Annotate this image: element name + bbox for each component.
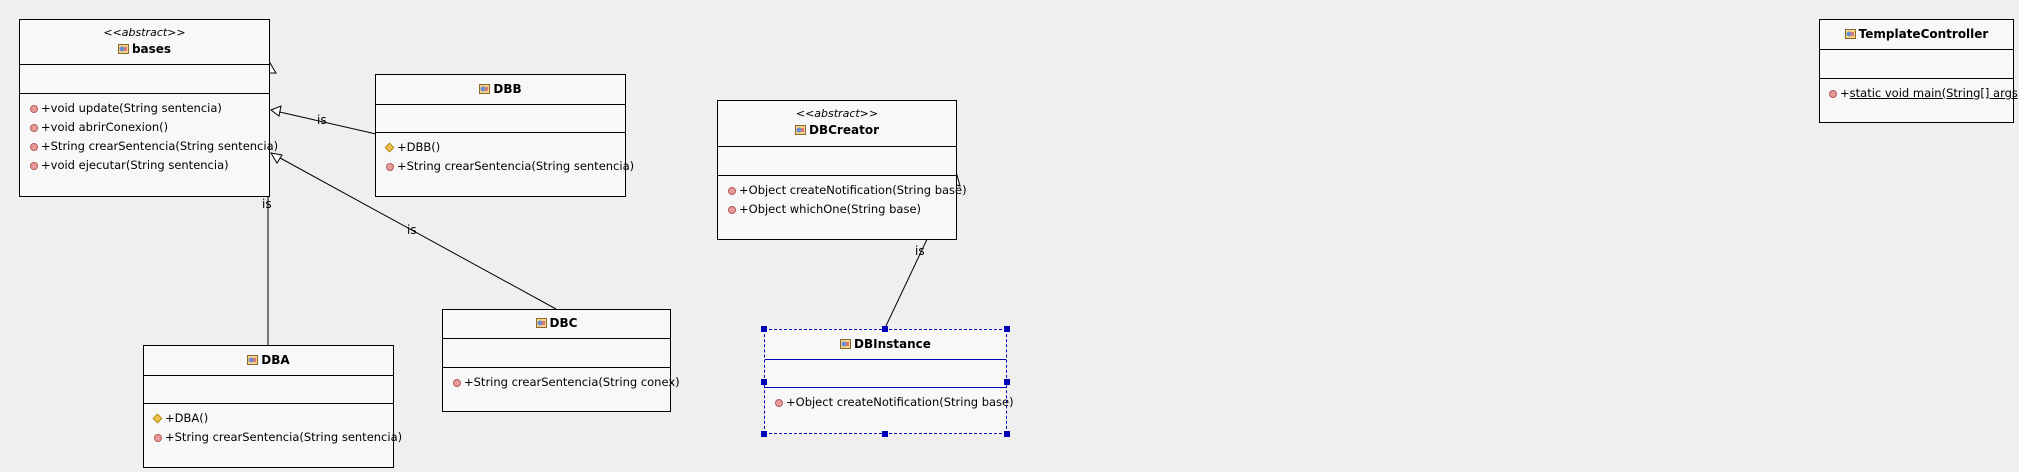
operation-item[interactable]: +void ejecutar(String sentencia) — [20, 156, 269, 175]
class-name-text: TemplateController — [1858, 27, 1989, 41]
class-name-text: DBCreator — [809, 123, 879, 137]
resize-handle-top-left[interactable] — [761, 326, 767, 332]
class-header: TemplateController — [1820, 20, 2013, 50]
attributes-compartment — [718, 147, 956, 176]
resize-handle-top-middle[interactable] — [882, 326, 888, 332]
operation-item[interactable]: +static void main(String[] args) — [1820, 84, 2019, 103]
operations-compartment: +String crearSentencia(String conex) — [443, 368, 680, 392]
operations-compartment: +void update(String sentencia) +void abr… — [20, 94, 278, 175]
attributes-compartment — [20, 65, 269, 94]
class-icon — [1844, 27, 1856, 39]
static-method-icon — [1829, 90, 1837, 98]
class-icon — [535, 316, 547, 328]
class-name-text: DBC — [549, 316, 578, 330]
public-method-icon — [30, 105, 38, 113]
class-name: TemplateController — [1820, 20, 2013, 46]
class-header: DBC — [443, 310, 670, 339]
operation-item[interactable]: +Object createNotification(String base) — [718, 181, 967, 200]
generalization-arrowhead — [269, 105, 282, 117]
class-icon — [247, 353, 259, 365]
operations-compartment: +static void main(String[] args) — [1820, 79, 2019, 103]
class-bases[interactable]: <<abstract>> bases +void update(String s… — [19, 19, 278, 197]
operation-item[interactable]: +Object createNotification(String base) — [765, 393, 1014, 412]
class-header: <<abstract>> DBCreator — [718, 101, 956, 147]
public-method-icon — [386, 163, 394, 171]
class-name-text: DBA — [261, 353, 290, 367]
operation-item[interactable]: +DBA() — [144, 409, 393, 428]
operation-item[interactable]: +DBB() — [376, 138, 625, 157]
operations-compartment: +Object createNotification(String base) … — [718, 176, 967, 219]
class-name-text: DBB — [493, 82, 522, 96]
class-name: bases — [20, 39, 269, 61]
generalization-dbb-bases — [270, 109, 377, 135]
class-templatecontroller[interactable]: TemplateController +static void main(Str… — [1819, 19, 2019, 123]
class-name-text: bases — [131, 42, 172, 56]
public-method-icon — [30, 162, 38, 170]
constructor-icon — [384, 142, 395, 153]
attributes-compartment — [376, 105, 625, 133]
operation-item[interactable]: +String crearSentencia(String sentencia) — [144, 428, 402, 447]
class-name: DBCreator — [718, 120, 956, 142]
operations-compartment: +Object createNotification(String base) — [765, 388, 1014, 412]
resize-handle-middle-left[interactable] — [761, 379, 767, 385]
generalization-dbc-bases — [270, 152, 557, 310]
public-method-icon — [728, 187, 736, 195]
constructor-icon — [152, 413, 163, 424]
class-name: DBC — [443, 310, 670, 335]
public-method-icon — [453, 379, 461, 387]
resize-handle-middle-right[interactable] — [1004, 379, 1010, 385]
resize-handle-bottom-middle[interactable] — [882, 431, 888, 437]
class-dbc[interactable]: DBC +String crearSentencia(String conex) — [442, 309, 680, 412]
attributes-compartment — [443, 339, 670, 368]
operation-item[interactable]: +void abrirConexion() — [20, 118, 269, 137]
attributes-compartment — [765, 360, 1006, 388]
relation-label-dbb: is — [317, 113, 327, 127]
class-header: <<abstract>> bases — [20, 20, 269, 65]
class-name-text: DBInstance — [854, 337, 931, 351]
operation-item[interactable]: +String crearSentencia(String sentencia) — [376, 157, 634, 176]
relation-label-dba: is — [262, 197, 272, 211]
class-dbb[interactable]: DBB +DBB() +String crearSentencia(String… — [375, 74, 634, 197]
class-icon — [840, 337, 852, 349]
operation-item[interactable]: +String crearSentencia(String conex) — [443, 373, 680, 392]
stereotype-label: <<abstract>> — [795, 107, 879, 120]
operations-compartment: +DBA() +String crearSentencia(String sen… — [144, 404, 402, 447]
class-name: DBB — [376, 75, 625, 101]
class-header: DBInstance — [765, 330, 1006, 360]
class-dbinstance[interactable]: DBInstance +Object createNotification(St… — [764, 329, 1014, 434]
operation-item[interactable]: +String crearSentencia(String sentencia) — [20, 137, 278, 156]
class-name: DBA — [144, 346, 393, 372]
attributes-compartment — [1820, 50, 2013, 79]
operation-item[interactable]: +Object whichOne(String base) — [718, 200, 956, 219]
resize-handle-bottom-right[interactable] — [1004, 431, 1010, 437]
public-method-icon — [30, 124, 38, 132]
class-name: DBInstance — [765, 330, 1006, 356]
public-method-icon — [728, 206, 736, 214]
operations-compartment: +DBB() +String crearSentencia(String sen… — [376, 133, 634, 176]
resize-handle-bottom-left[interactable] — [761, 431, 767, 437]
class-icon — [117, 42, 129, 54]
operation-item[interactable]: +void update(String sentencia) — [20, 99, 269, 118]
generalization-arrowhead — [270, 152, 283, 164]
attributes-compartment — [144, 376, 393, 404]
public-method-icon — [30, 143, 38, 151]
class-header: DBB — [376, 75, 625, 105]
relation-label-dbinstance: is — [915, 244, 925, 258]
relation-label-dbc: is — [407, 223, 417, 237]
class-dbcreator[interactable]: <<abstract>> DBCreator +Object createNot… — [717, 100, 967, 240]
public-method-icon — [154, 434, 162, 442]
stereotype-label: <<abstract>> — [103, 26, 186, 39]
resize-handle-top-right[interactable] — [1004, 326, 1010, 332]
class-icon — [479, 82, 491, 94]
class-icon — [795, 123, 807, 135]
class-dba[interactable]: DBA +DBA() +String crearSentencia(String… — [143, 345, 402, 468]
class-header: DBA — [144, 346, 393, 376]
public-method-icon — [775, 399, 783, 407]
